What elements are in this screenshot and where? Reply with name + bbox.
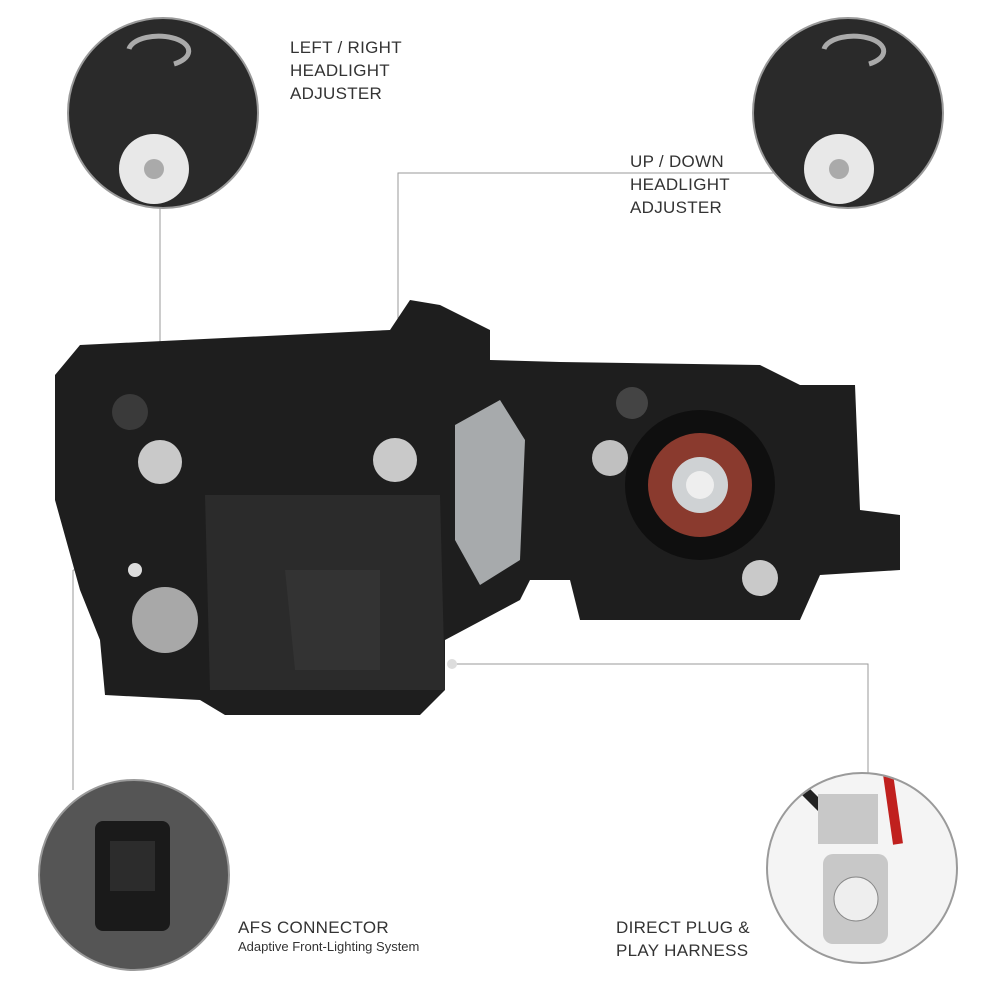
label-line: UP / DOWN [630, 152, 725, 171]
headlight-housing [55, 300, 900, 715]
inset-up-down-adjuster [752, 17, 944, 209]
label-line: ADJUSTER [630, 198, 723, 217]
label-title: AFS CONNECTOR [238, 918, 389, 937]
label-left-right-adjuster: LEFT / RIGHT HEADLIGHT ADJUSTER [290, 36, 402, 105]
label-line: HEADLIGHT [630, 175, 730, 194]
inset-left-right-adjuster [67, 17, 259, 209]
label-line: ADJUSTER [290, 84, 383, 103]
label-subtitle: Adaptive Front-Lighting System [238, 939, 420, 954]
label-line: DIRECT PLUG & [616, 918, 750, 937]
label-harness: DIRECT PLUG & PLAY HARNESS [616, 916, 750, 962]
inset-afs-connector [38, 779, 230, 971]
inset-harness [766, 772, 958, 964]
label-line: HEADLIGHT [290, 61, 390, 80]
leader-line-harness [452, 663, 869, 780]
label-afs-connector: AFS CONNECTOR Adaptive Front-Lighting Sy… [238, 916, 419, 955]
label-line: PLAY HARNESS [616, 941, 749, 960]
label-up-down-adjuster: UP / DOWN HEADLIGHT ADJUSTER [630, 150, 730, 219]
label-line: LEFT / RIGHT [290, 38, 402, 57]
